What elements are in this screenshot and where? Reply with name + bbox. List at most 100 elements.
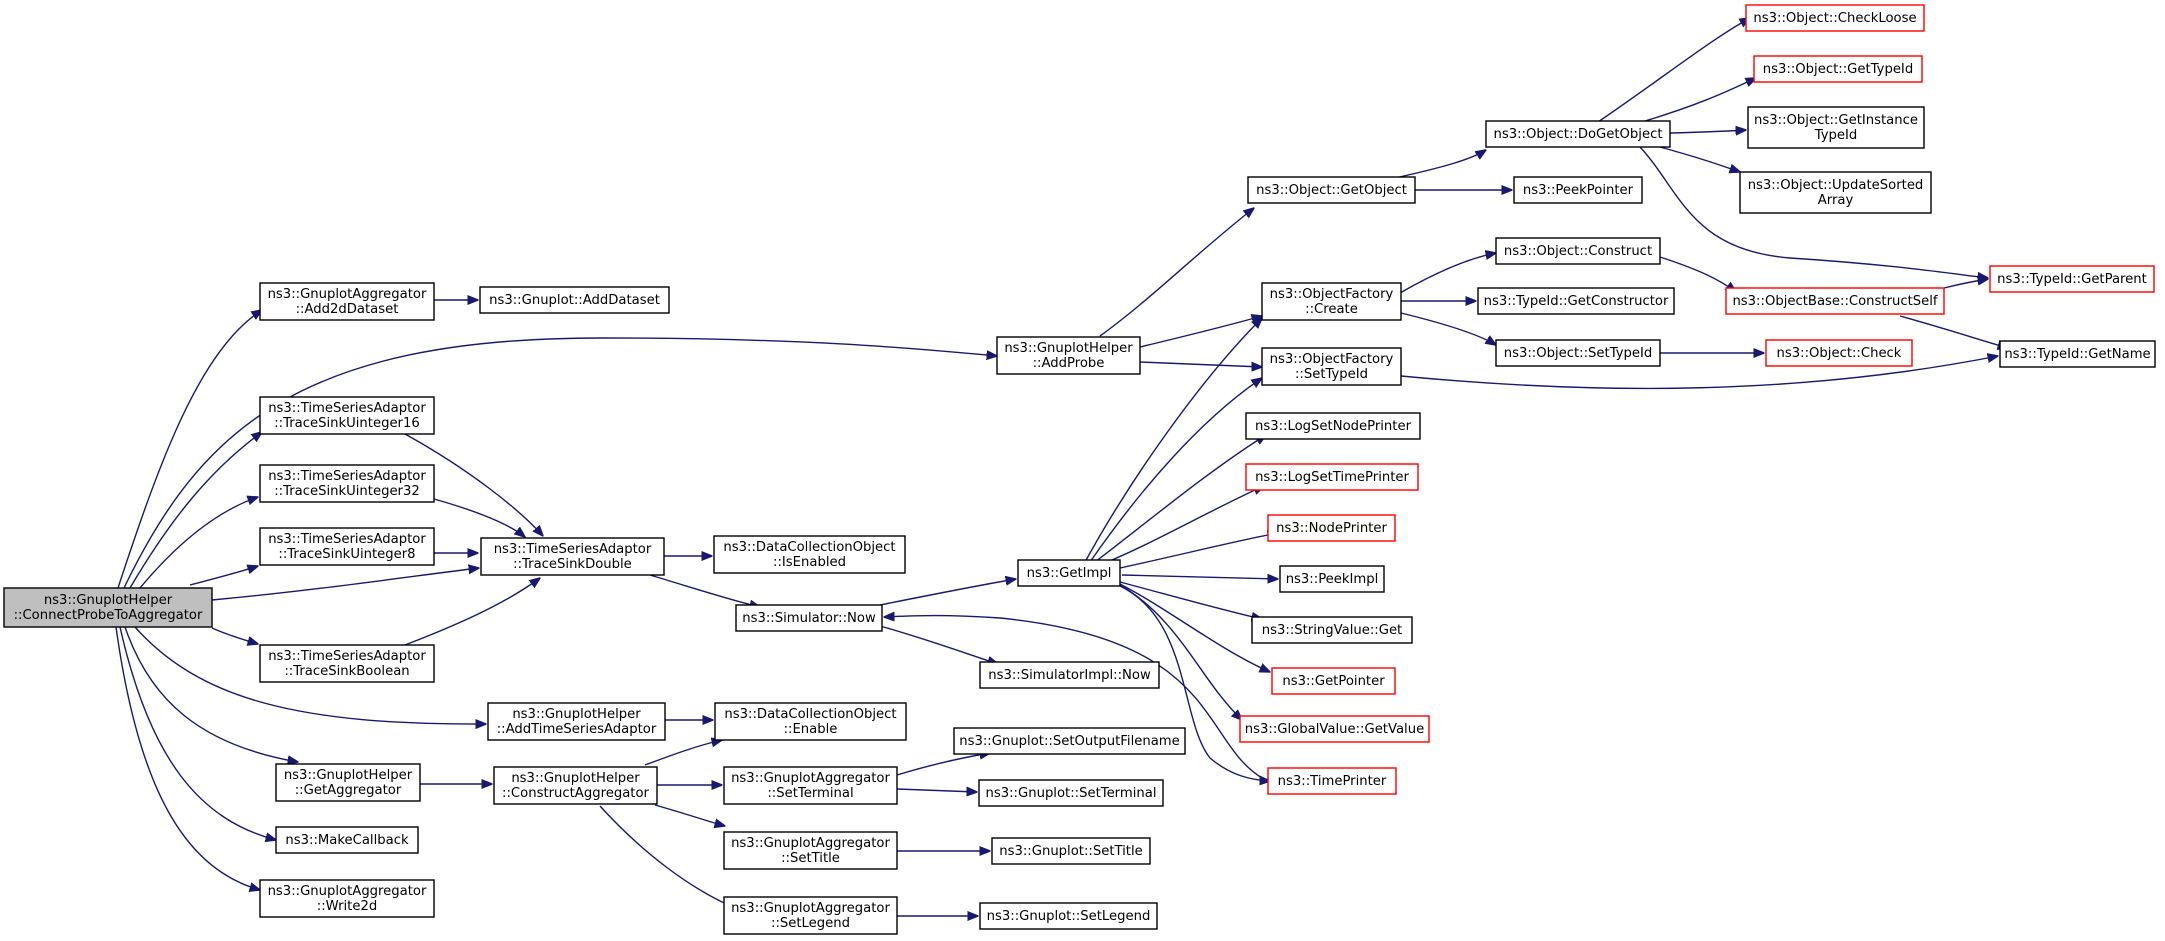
node-obj-checkloose[interactable]: ns3::Object::CheckLoose (1745, 4, 1925, 32)
edge-tsa32-tsadouble (433, 498, 525, 537)
node-dco-enable[interactable]: ns3::DataCollectionObject::Enable (714, 702, 907, 741)
node-label: ns3::GnuplotAggregator (268, 287, 427, 302)
node-addprobe[interactable]: ns3::GnuplotHelper::AddProbe (996, 336, 1141, 375)
node-box (480, 537, 665, 576)
node-ob-constructself[interactable]: ns3::ObjectBase::ConstructSelf (1725, 287, 1945, 315)
node-tsa16[interactable]: ns3::TimeSeriesAdaptor::TraceSinkUintege… (259, 396, 435, 435)
node-obj-dogetobject[interactable]: ns3::Object::DoGetObject (1485, 120, 1671, 148)
node-label: ns3::TypeId::GetName (2004, 347, 2150, 362)
node-gp-setterminal[interactable]: ns3::Gnuplot::SetTerminal (978, 779, 1164, 807)
node-simimpl-now[interactable]: ns3::SimulatorImpl::Now (979, 661, 1160, 689)
node-of-settypeid[interactable]: ns3::ObjectFactory::SetTypeId (1261, 347, 1402, 386)
node-box (1495, 237, 1661, 265)
node-label: ::Add2dDataset (296, 302, 399, 317)
node-tid-getname[interactable]: ns3::TypeId::GetName (1999, 340, 2156, 368)
node-box (723, 896, 898, 935)
edge-dogetobject-getparent (1639, 146, 1988, 278)
node-box (1247, 176, 1416, 204)
node-tsa32[interactable]: ns3::TimeSeriesAdaptor::TraceSinkUintege… (259, 464, 435, 503)
node-label: ns3::GnuplotHelper (511, 771, 640, 786)
node-tsadouble[interactable]: ns3::TimeSeriesAdaptor::TraceSinkDouble (480, 537, 665, 576)
node-addtsa[interactable]: ns3::GnuplotHelper::AddTimeSeriesAdaptor (487, 702, 666, 741)
node-label: ns3::TimeSeriesAdaptor (268, 469, 426, 484)
node-label: ns3::Object::CheckLoose (1753, 11, 1916, 26)
node-obj-settypeid[interactable]: ns3::Object::SetTypeId (1495, 339, 1661, 367)
node-nodeprinter[interactable]: ns3::NodePrinter (1267, 514, 1396, 542)
node-label: ns3::NodePrinter (1276, 521, 1387, 536)
node-add2d[interactable]: ns3::GnuplotAggregator::Add2dDataset (259, 282, 435, 321)
node-label: ns3::Object::GetTypeId (1763, 62, 1913, 77)
edge-timeprinter-simnow (884, 616, 1263, 779)
node-gp-setlegend[interactable]: ns3::Gnuplot::SetLegend (979, 902, 1158, 930)
node-obj-gettypeid[interactable]: ns3::Object::GetTypeId (1753, 55, 1923, 83)
node-dco-isenabled[interactable]: ns3::DataCollectionObject::IsEnabled (713, 535, 906, 574)
node-tsabool[interactable]: ns3::TimeSeriesAdaptor::TraceSinkBoolean (259, 644, 435, 683)
node-stringvalue-get[interactable]: ns3::StringValue::Get (1251, 616, 1413, 644)
edge-connect-makecallback (119, 626, 276, 840)
node-gp-setoutput[interactable]: ns3::Gnuplot::SetOutputFilename (953, 727, 1186, 755)
node-constructagg[interactable]: ns3::GnuplotHelper::ConstructAggregator (493, 766, 658, 805)
node-label: ns3::StringValue::Get (1262, 623, 1402, 638)
node-box (1017, 559, 1121, 587)
node-label: ::TraceSinkUinteger8 (278, 547, 415, 562)
node-makecallback[interactable]: ns3::MakeCallback (275, 826, 419, 854)
node-label: ns3::Object::GetObject (1256, 183, 1407, 198)
edge-getimpl-logsetnodeprinter (1094, 435, 1266, 563)
node-peekimpl[interactable]: ns3::PeekImpl (1279, 565, 1385, 593)
node-label: ns3::TypeId::GetConstructor (1484, 294, 1669, 309)
node-box (259, 527, 435, 566)
node-label: ns3::GnuplotHelper (44, 593, 173, 608)
node-box (479, 286, 670, 314)
node-write2d[interactable]: ns3::GnuplotAggregator::Write2d (259, 879, 435, 918)
node-ga-setlegend[interactable]: ns3::GnuplotAggregator::SetLegend (723, 896, 898, 935)
edge-connect-tsabool (211, 627, 258, 644)
node-label: ns3::TimeSeriesAdaptor (268, 649, 426, 664)
node-label: ns3::TypeId::GetParent (1997, 272, 2147, 287)
node-ga-settitle[interactable]: ns3::GnuplotAggregator::SetTitle (723, 831, 898, 870)
edge-getimpl-timeprinter (1119, 585, 1270, 781)
edge-dogetobject-getinstancetypeid (1669, 130, 1746, 133)
node-gp-settitle[interactable]: ns3::Gnuplot::SetTitle (991, 837, 1151, 865)
node-gp-adddataset[interactable]: ns3::Gnuplot::AddDataset (479, 286, 670, 314)
node-obj-construct[interactable]: ns3::Object::Construct (1495, 237, 1661, 265)
node-ga-setterminal[interactable]: ns3::GnuplotAggregator::SetTerminal (723, 766, 898, 805)
node-tid-getparent[interactable]: ns3::TypeId::GetParent (1989, 265, 2155, 293)
node-label: ns3::Object::UpdateSorted (1748, 178, 1924, 193)
node-timeprinter[interactable]: ns3::TimePrinter (1267, 767, 1397, 795)
node-tsa8[interactable]: ns3::TimeSeriesAdaptor::TraceSinkUintege… (259, 527, 435, 566)
edge-getimpl-getpointer (1119, 583, 1270, 672)
node-peekpointer[interactable]: ns3::PeekPointer (1513, 176, 1643, 204)
node-tid-getconstructor[interactable]: ns3::TypeId::GetConstructor (1477, 287, 1675, 315)
node-box (713, 535, 906, 574)
node-connect[interactable]: ns3::GnuplotHelper::ConnectProbeToAggreg… (3, 587, 213, 628)
node-label: ns3::ObjectBase::ConstructSelf (1732, 294, 1937, 309)
node-label: ns3::GetImpl (1027, 566, 1112, 581)
node-label: ns3::TimeSeriesAdaptor (268, 401, 426, 416)
node-logsettimeprinter[interactable]: ns3::LogSetTimePrinter (1245, 463, 1419, 491)
node-logsetnodeprinter[interactable]: ns3::LogSetNodePrinter (1245, 412, 1421, 440)
node-sim-now[interactable]: ns3::Simulator::Now (735, 604, 883, 632)
node-box (723, 766, 898, 805)
node-label: ns3::Gnuplot::SetTitle (999, 844, 1143, 859)
edge-addprobe-ofsettypeid (1139, 361, 1262, 367)
edge-constructself-getparent (1943, 279, 1988, 289)
edge-constructagg-dcoenable (644, 740, 722, 766)
node-obj-check[interactable]: ns3::Object::Check (1765, 339, 1913, 367)
edge-connect-addprobe (123, 337, 997, 589)
node-gv-getvalue[interactable]: ns3::GlobalValue::GetValue (1239, 715, 1430, 743)
edge-tsa16-tsadouble (404, 433, 543, 536)
node-of-create[interactable]: ns3::ObjectFactory::Create (1261, 282, 1402, 321)
node-label: ns3::GnuplotAggregator (731, 771, 890, 786)
node-label: ::SetLegend (771, 916, 850, 931)
node-getpointer[interactable]: ns3::GetPointer (1271, 667, 1396, 695)
node-box (978, 779, 1164, 807)
edge-connect-tsadouble (211, 568, 479, 601)
edge-ofsettypeid-getname (1400, 356, 1998, 390)
node-getimpl[interactable]: ns3::GetImpl (1017, 559, 1121, 587)
node-obj-getobject[interactable]: ns3::Object::GetObject (1247, 176, 1416, 204)
node-getagg[interactable]: ns3::GnuplotHelper::GetAggregator (275, 763, 421, 802)
node-box (1485, 120, 1671, 148)
node-box (275, 763, 421, 802)
